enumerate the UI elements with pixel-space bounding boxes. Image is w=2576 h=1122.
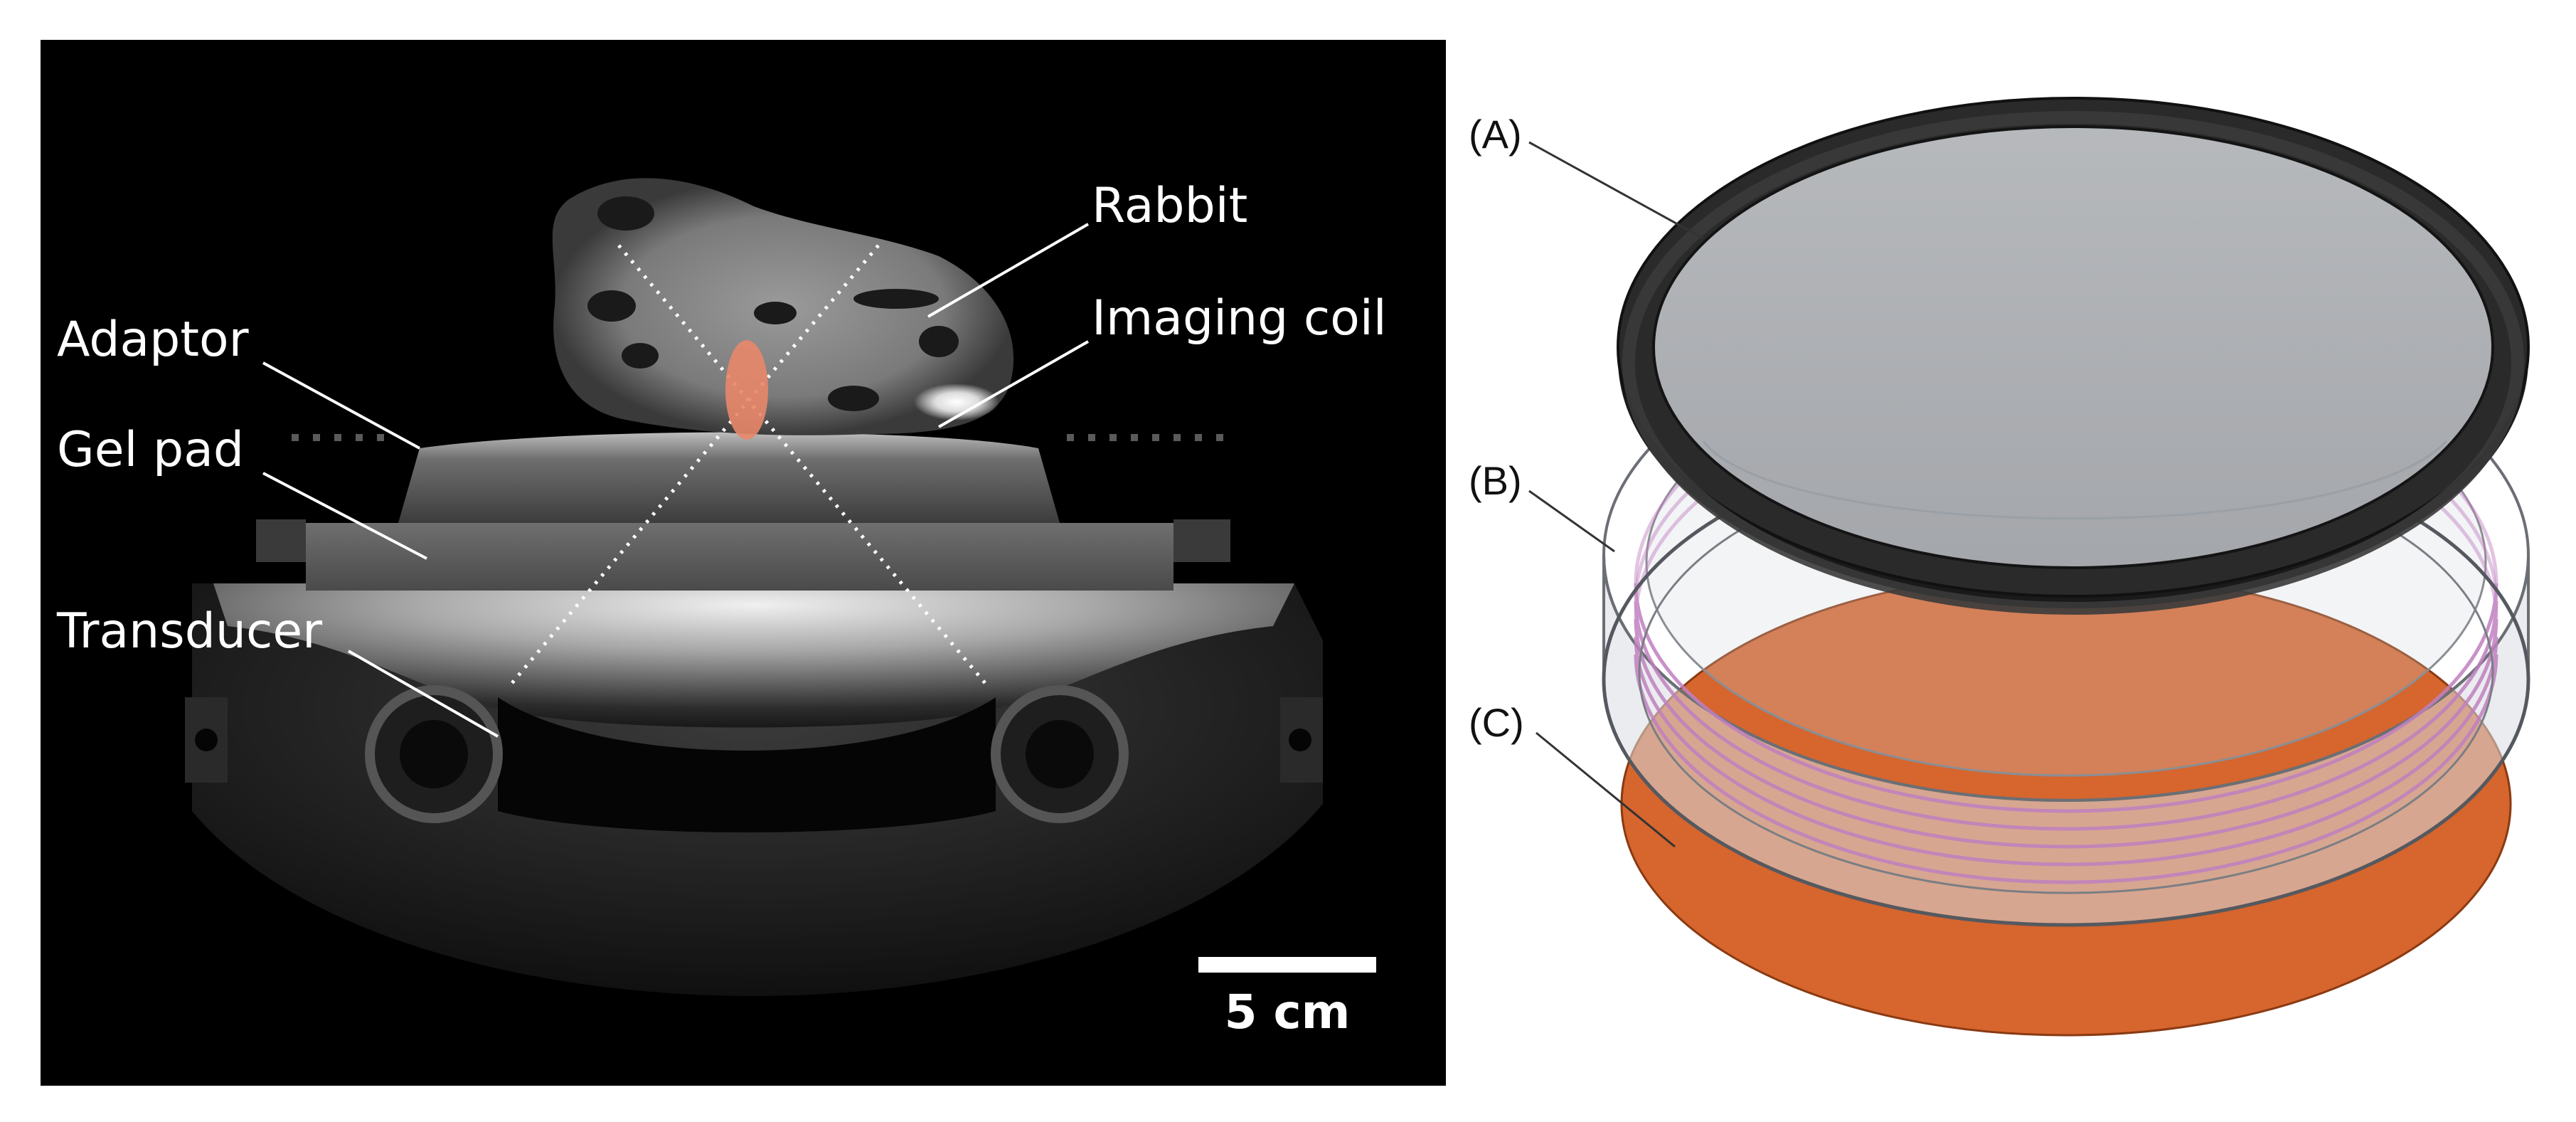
gel-pad-edge-left [256, 519, 306, 562]
scale-bar [1198, 957, 1376, 973]
imaging-coil-label: Imaging coil [1092, 290, 1387, 346]
transducer-label: Transducer [56, 603, 322, 660]
top-ring [1617, 97, 2530, 615]
device-leader-lines [1528, 141, 1704, 848]
top-ring-window [1652, 125, 2494, 569]
device-panel: (A) (B) (C) [1469, 97, 2530, 1037]
adaptor-label: Adaptor [57, 312, 249, 368]
gel-pad-region [306, 523, 1173, 591]
gel-pad-label: Gel pad [57, 422, 244, 478]
housing-hole-right [1289, 729, 1311, 751]
mri-panel: Rabbit Imaging coil Adaptor Gel pad Tran… [41, 40, 1446, 1086]
side-markers [292, 434, 1223, 441]
part-label-b: (B) [1469, 458, 1522, 503]
top-ring-inner-contour [1702, 440, 2448, 520]
rabbit-label: Rabbit [1092, 178, 1247, 234]
transducer-ring-right [991, 685, 1129, 823]
gel-pad-edge-right [1173, 519, 1230, 562]
transducer-face [498, 697, 996, 832]
part-label-c: (C) [1469, 700, 1524, 745]
scale-bar-label: 5 cm [1225, 985, 1351, 1039]
top-ring-bottom-rim [1622, 111, 2524, 615]
focal-spot [725, 340, 768, 440]
transducer-ring-left [365, 685, 503, 823]
rabbit-anatomy [587, 196, 959, 411]
mri-leader-lines [262, 223, 1090, 738]
water-bath [213, 583, 1294, 728]
housing-hole-left [195, 729, 218, 751]
part-label-a: (A) [1469, 112, 1522, 157]
adaptor-region [398, 432, 1060, 523]
imaging-coil-signal [914, 383, 999, 420]
